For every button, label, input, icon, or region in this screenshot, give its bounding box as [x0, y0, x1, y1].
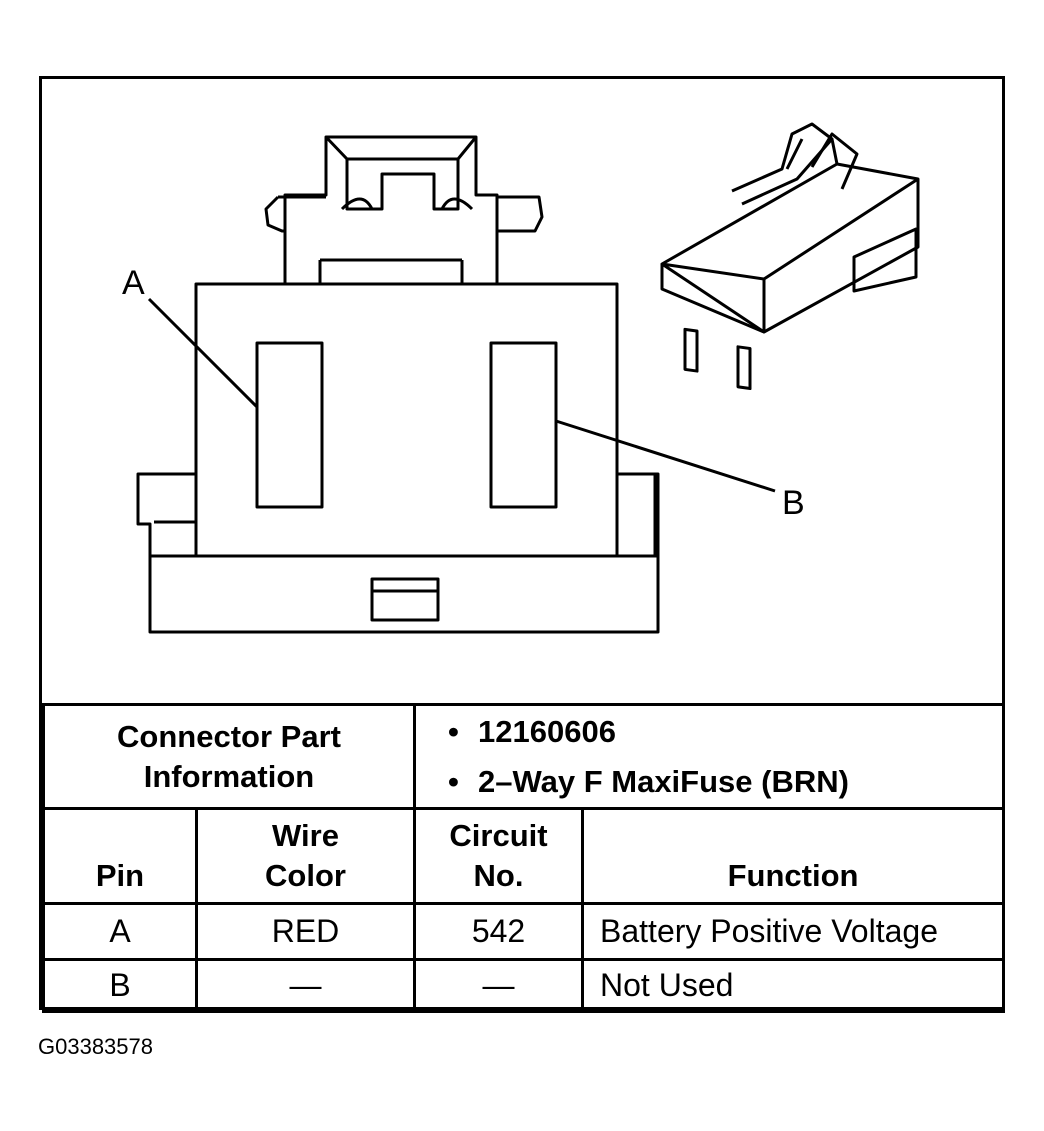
header-function-label: Function [727, 858, 859, 893]
row-b-function: Not Used [581, 958, 1006, 1013]
header-wire-color: Wire Color [194, 807, 417, 905]
table-row: A RED 542 Battery Positive Voltage [42, 902, 1006, 961]
callout-label-a: A [122, 264, 145, 302]
callout-line-a [147, 297, 259, 409]
terminal-slot-a [255, 341, 324, 509]
row-a-pin: A [42, 902, 198, 961]
part-info-label-line2: Information [143, 758, 315, 794]
part-info-label: Connector Part Information [41, 703, 417, 810]
lock-tab [370, 577, 440, 622]
header-circuit: Circuit No. [413, 807, 585, 905]
row-a-function: Battery Positive Voltage [581, 902, 1006, 961]
connector-figure: A B Connector Part Information 12160606 … [39, 76, 1006, 1013]
part-info-row: Connector Part Information 12160606 2–Wa… [41, 703, 1006, 810]
part-number: 12160606 [448, 707, 1002, 757]
connector-info-table: Connector Part Information 12160606 2–Wa… [41, 703, 1006, 1013]
row-b-pin: B [42, 958, 198, 1013]
header-wire-color-line1: Wire [272, 818, 339, 853]
row-b-circuit: — [413, 958, 585, 1013]
figure-id: G03383578 [38, 1034, 153, 1059]
part-info-label-line1: Connector Part [117, 718, 341, 754]
terminal-slot-b [489, 341, 558, 509]
part-info-values: 12160606 2–Way F MaxiFuse (BRN) [413, 703, 1006, 810]
connector-isometric-view [660, 122, 920, 391]
connector-diagram: A B [122, 122, 920, 634]
header-wire-color-line2: Color [265, 858, 346, 893]
table-row: B — — Not Used [42, 958, 1006, 1013]
header-pin: Pin [42, 807, 198, 905]
callout-line-b [555, 419, 776, 493]
header-pin-label: Pin [95, 858, 145, 893]
connector-front-view [136, 135, 660, 634]
row-a-wire-color: RED [194, 902, 417, 961]
pin-table-header-row: Pin Wire Color Circuit No. Function [42, 807, 1006, 905]
callout-label-b: B [782, 484, 805, 522]
row-b-wire-color: — [194, 958, 417, 1013]
header-circuit-line1: Circuit [449, 818, 548, 853]
header-circuit-line2: No. [473, 858, 524, 893]
part-description: 2–Way F MaxiFuse (BRN) [448, 757, 1002, 807]
row-a-circuit: 542 [413, 902, 585, 961]
header-function: Function [581, 807, 1006, 905]
